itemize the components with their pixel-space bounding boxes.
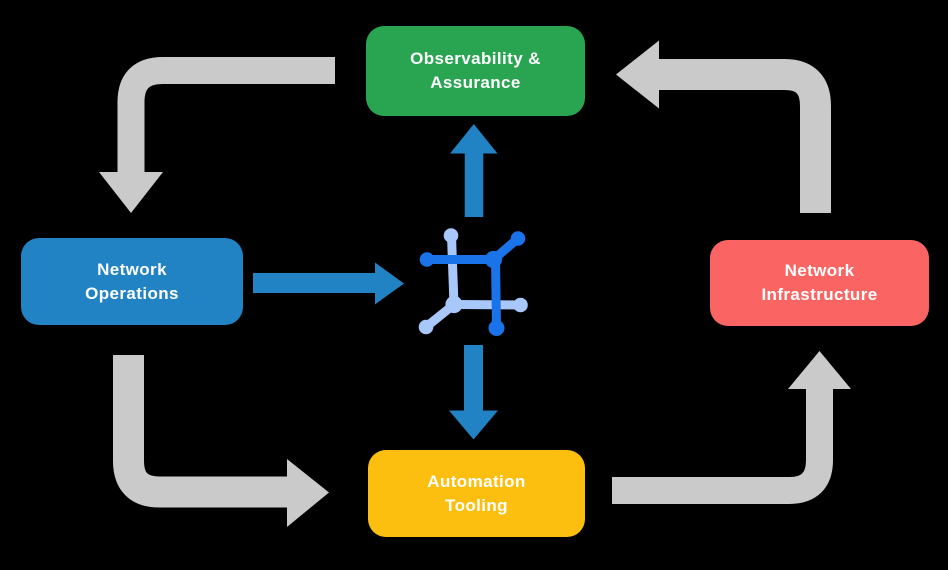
arrow-head — [375, 262, 404, 305]
arrow-observability-to-operations — [99, 57, 335, 213]
arrow-automation-to-infrastructure — [612, 351, 851, 504]
arrow-shaft — [612, 389, 833, 504]
arrow-operations-to-platform — [253, 262, 404, 305]
arrow-head — [450, 124, 498, 154]
icon-corner-node — [445, 295, 463, 314]
arrow-head — [99, 172, 163, 213]
icon-node-dot — [510, 231, 526, 246]
arrow-head — [287, 459, 329, 527]
network-operations-node: Network Operations — [21, 238, 243, 325]
icon-left-edge — [447, 231, 459, 309]
icon-node-dot — [443, 228, 459, 243]
network-mesh-icon — [418, 228, 528, 336]
network-infrastructure-node: Network Infrastructure — [710, 240, 929, 326]
icon-right-edge — [491, 255, 501, 332]
icon-secondary-links — [418, 228, 528, 335]
arrow-platform-to-observability — [450, 124, 498, 217]
icon-node-dot — [419, 252, 435, 267]
observability-assurance-node: Observability & Assurance — [366, 26, 585, 116]
icon-primary-links — [419, 231, 526, 336]
icon-corner-node — [484, 250, 503, 269]
arrow-shaft — [659, 59, 831, 213]
automation-tooling-node: Automation Tooling — [368, 450, 585, 537]
arrow-shaft — [117, 57, 335, 174]
arrow-head — [449, 410, 498, 440]
arrow-shaft — [113, 355, 289, 508]
icon-node-dot — [418, 319, 434, 335]
arrow-operations-to-automation — [113, 355, 329, 527]
icon-bottom-edge — [449, 300, 525, 310]
icon-node-dot — [488, 320, 505, 336]
arrow-infrastructure-to-observability — [616, 40, 831, 213]
arrow-platform-to-automation — [449, 345, 498, 440]
arrow-head — [616, 40, 659, 109]
icon-node-dot — [513, 297, 528, 313]
arrow-head — [788, 351, 851, 389]
